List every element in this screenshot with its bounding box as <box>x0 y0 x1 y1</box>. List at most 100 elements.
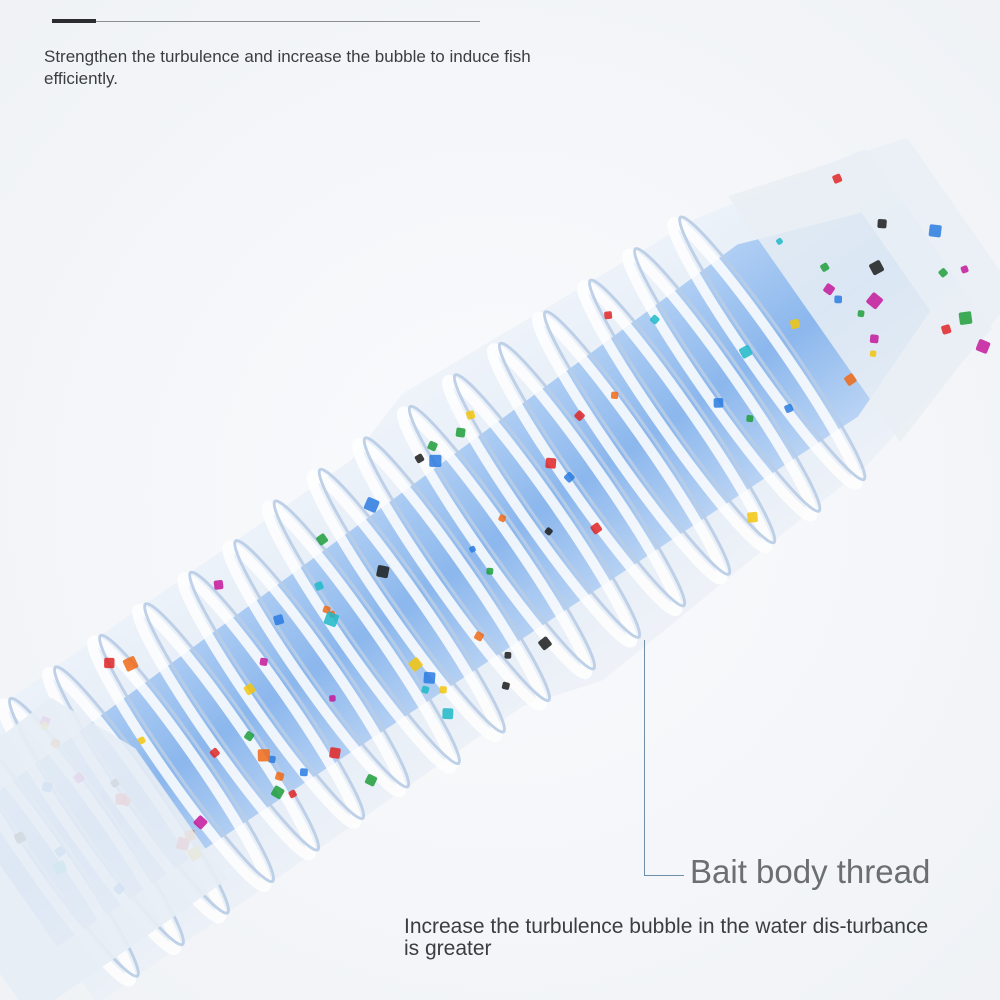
glitter-flake <box>259 657 268 666</box>
glitter-flake <box>928 224 942 238</box>
body-rib-shadow <box>542 310 732 576</box>
body-rib <box>622 248 818 522</box>
body-rib-shadow <box>272 499 461 766</box>
body-rib <box>396 406 593 680</box>
body-rib <box>261 501 458 774</box>
glitter-flake <box>271 785 285 800</box>
body-rib <box>532 311 728 585</box>
glitter-flake <box>243 683 256 696</box>
glitter-flake <box>423 671 436 684</box>
glitter-flake <box>408 657 423 672</box>
glitter-flake <box>564 471 575 483</box>
glitter-flake <box>869 334 879 344</box>
glitter-flake <box>789 318 801 330</box>
glitter-flake <box>314 581 324 591</box>
glitter-flake <box>958 311 973 325</box>
glitter-flake <box>498 514 507 523</box>
body-rib <box>222 540 407 798</box>
glitter-flake <box>960 265 969 274</box>
glitter-flake <box>545 457 557 469</box>
glitter-flake <box>574 410 585 421</box>
body-rib-shadow <box>452 373 642 639</box>
glitter-flake <box>414 453 425 464</box>
glitter-flake <box>739 345 753 359</box>
body-rib-shadow <box>497 341 687 608</box>
glitter-flake <box>832 173 843 184</box>
glitter-flake <box>213 580 224 590</box>
glitter-flake <box>844 373 857 386</box>
glitter-flake <box>877 218 887 229</box>
glitter-flake <box>469 545 476 553</box>
glitter-flake <box>649 314 660 325</box>
glitter-flake <box>244 731 255 742</box>
body-rib-shadow <box>317 467 507 734</box>
glitter-flake <box>363 497 380 513</box>
glitter-flake <box>834 295 843 304</box>
glitter-flake <box>329 747 341 759</box>
glitter-flake <box>209 747 220 758</box>
glitter-flake <box>329 695 336 702</box>
glitter-flake <box>713 397 724 408</box>
body-rib-shadow <box>98 633 276 884</box>
glitter-flake <box>504 651 512 659</box>
glitter-flake <box>866 292 883 310</box>
glitter-flake <box>938 268 948 278</box>
body-rib-shadow <box>233 539 411 789</box>
top-divider <box>52 21 480 22</box>
glitter-flake <box>288 789 297 799</box>
body-rib <box>87 635 272 892</box>
glitter-flake <box>104 657 115 669</box>
glitter-flake <box>857 310 865 318</box>
body-rib <box>486 343 683 617</box>
glitter-flake <box>465 410 476 420</box>
glitter-flake <box>429 454 442 467</box>
glitter-flake <box>776 237 783 245</box>
body-rib-shadow <box>678 215 867 482</box>
glitter-flake <box>193 815 208 830</box>
glitter-flake <box>275 771 285 781</box>
glitter-flake <box>610 391 619 400</box>
glitter-flake <box>323 611 340 628</box>
glitter-flake <box>421 685 430 694</box>
callout-line-vertical <box>644 640 645 876</box>
glitter-flake <box>316 533 328 546</box>
glitter-flake <box>501 681 510 690</box>
glitter-flake <box>538 636 552 651</box>
glitter-flake <box>784 403 794 413</box>
glitter-flake <box>257 749 271 762</box>
glitter-flake <box>746 414 754 423</box>
glitter-flake <box>975 339 991 354</box>
body-rib <box>441 374 638 648</box>
glitter-flake <box>474 631 485 642</box>
body-rib <box>351 437 548 711</box>
glitter-flake <box>427 440 438 452</box>
callout-label: Bait body thread <box>690 853 931 890</box>
glitter-flake <box>442 708 454 720</box>
glitter-flake <box>869 260 885 276</box>
glitter-flake <box>122 656 139 672</box>
glitter-flake <box>137 736 146 745</box>
glitter-flake <box>544 527 553 536</box>
glitter-flake <box>869 350 877 357</box>
body-rib <box>132 603 317 861</box>
bottom-caption: Increase the turbulence bubble in the wa… <box>404 915 929 960</box>
body-rib <box>306 469 503 743</box>
glitter-flake <box>455 427 466 438</box>
top-caption: Strengthen the turbulence and increase t… <box>44 47 531 88</box>
glitter-flake <box>941 324 952 335</box>
glitter-flake <box>747 511 758 523</box>
body-rib <box>667 217 863 490</box>
body-rib <box>577 280 773 553</box>
top-divider-accent <box>52 19 96 23</box>
lure-body <box>0 138 1000 1000</box>
glitter-flake <box>439 686 447 694</box>
body-rib-shadow <box>633 247 822 513</box>
glitter-flake <box>268 755 276 764</box>
glitter-flake <box>376 565 390 579</box>
lure-tail <box>0 697 228 1000</box>
body-rib-shadow <box>188 570 366 821</box>
glitter-flake <box>823 283 835 296</box>
glitter-flake <box>273 614 285 626</box>
glitter-flake <box>590 522 603 535</box>
